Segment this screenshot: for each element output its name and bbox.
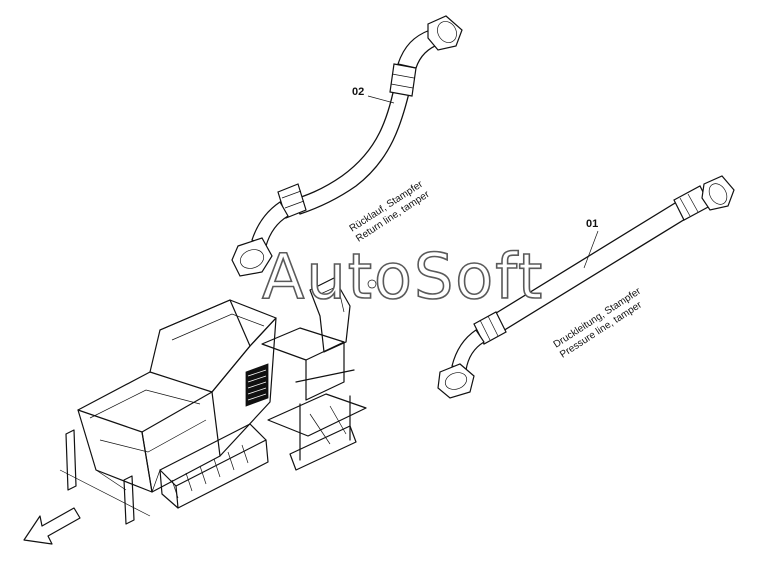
hose-01-label: Druckleitung, Stampfer Pressure line, ta… [552, 286, 645, 361]
part-number-01: 01 [586, 218, 598, 230]
callout-02: 02 [352, 86, 395, 104]
paver-machine [59, 277, 377, 525]
pressure-line-hose-01 [437, 175, 735, 399]
watermark-text: AutoSoft [262, 240, 544, 313]
return-line-hose-02 [231, 15, 463, 277]
part-number-02: 02 [352, 86, 364, 98]
callout-01: 01 [583, 218, 599, 269]
direction-arrow [23, 507, 81, 545]
hose-02-label: Rücklauf, Stampfer Return line, tamper [348, 179, 432, 245]
pressure-line-label-de: Druckleitung, Stampfer [552, 286, 644, 351]
